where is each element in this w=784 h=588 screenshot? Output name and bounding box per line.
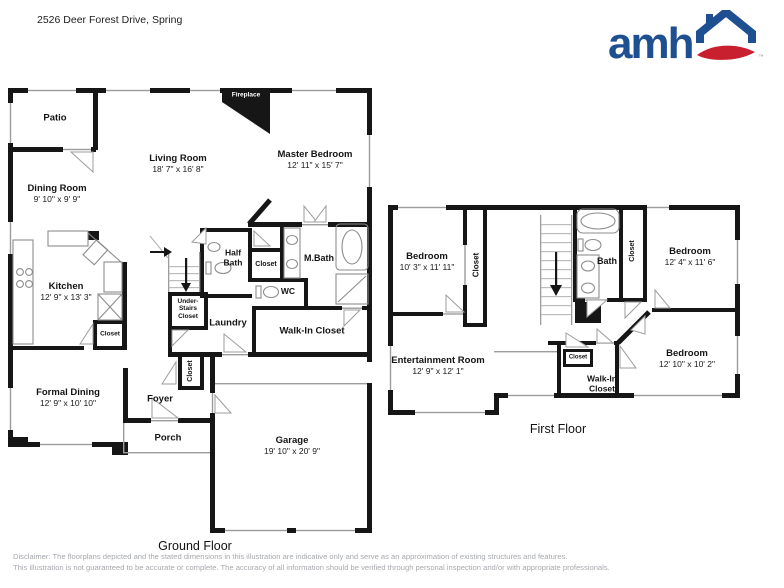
garage-entry-door (214, 393, 233, 414)
room-label-formal-dining: Formal Dining 12' 9" x 10' 10" (36, 386, 100, 408)
room-label-bath: Bath (597, 255, 617, 266)
room-label-master-bedroom: Master Bedroom 12' 11" x 15' 7" (277, 148, 353, 170)
trademark-symbol: ™ (758, 54, 764, 60)
hall-closet-door (253, 229, 272, 247)
room-label-porch: Porch (154, 432, 182, 444)
mbath-sink (285, 234, 299, 246)
room-label-closet-left: Closet (471, 252, 481, 278)
half-bath-toilet-tank (205, 261, 212, 275)
stove-burner-icon (16, 268, 24, 276)
page-title: 2526 Deer Forest Drive, Spring (37, 14, 183, 26)
room-label-dining: Dining Room 9' 10" x 9' 9" (27, 182, 87, 204)
bath-toilet-tank (577, 238, 584, 252)
room-label-walk-in-closet-first: Walk-In Closet (587, 373, 617, 393)
stove-burner-icon (16, 280, 24, 288)
kitchen-closet-door (79, 322, 94, 345)
room-label-small-closet: Closet (568, 354, 588, 361)
disclaimer-line-2: This illustration is not guaranteed to b… (13, 563, 610, 573)
bedroom-bottom-right-door (619, 344, 637, 369)
ground-floor-fixtures (12, 223, 369, 345)
bath-sink (580, 260, 596, 272)
room-label-patio: Patio (43, 112, 67, 124)
room-label-garage: Garage 19' 10" x 20' 9" (263, 434, 321, 456)
stairs-down-arrow-icon (181, 258, 191, 292)
kitchen-counter-left (12, 239, 34, 345)
room-label-kitchen: Kitchen 12' 9" x 13' 3" (40, 280, 92, 302)
mbath-shower (335, 273, 369, 305)
wc-toilet-tank (255, 285, 262, 299)
closet-right-door (624, 301, 643, 320)
fireplace-block (222, 88, 270, 102)
room-label-bedroom-bottom-right: Bedroom 12' 10" x 10' 2" (658, 347, 716, 369)
first-floor-doors (445, 288, 672, 369)
first-floor-fixtures (576, 208, 620, 299)
kitchen-pantry (97, 293, 123, 321)
bath-door (586, 299, 609, 319)
kitchen-counter-side (103, 261, 123, 293)
small-closet-door (565, 332, 590, 348)
ground-floor-doors (69, 151, 362, 419)
master-double-door-left (303, 204, 319, 223)
mbath-tub (335, 223, 369, 271)
stairs-entry-arrow-icon (150, 247, 172, 257)
room-label-under-stairs-closet: Under- Stairs Closet (177, 298, 199, 320)
room-label-half-bath: Half Bath (223, 247, 243, 267)
amh-logo: amh ™ (608, 10, 764, 68)
stove-burner-icon (25, 268, 33, 276)
stove-burner-icon (25, 280, 33, 288)
room-label-entertainment: Entertainment Room 12' 9" x 12' 1" (391, 354, 485, 376)
mbath-sink (285, 258, 299, 270)
mbath-vanity (283, 227, 301, 279)
first-floor-stairs (540, 215, 573, 325)
front-door (151, 396, 180, 419)
room-label-walk-in-closet-ground: Walk-In Closet (279, 325, 345, 337)
bath-tub (576, 208, 620, 234)
half-bath-door (190, 226, 207, 245)
ground-floor-stairs (149, 235, 201, 292)
first-floor-walls (388, 205, 740, 415)
room-label-foyer: Foyer (147, 393, 173, 405)
room-label-bedroom-left: Bedroom 10' 3" x 11' 11" (399, 250, 455, 272)
stairs-down-arrow-icon (550, 252, 562, 296)
wc-toilet (262, 285, 280, 299)
kitchen-range (82, 239, 109, 266)
room-label-fireplace: Fireplace (231, 91, 261, 99)
first-floor-title: First Floor (529, 422, 587, 436)
ground-floor-title: Ground Floor (158, 539, 232, 553)
half-bath-toilet (214, 261, 232, 275)
room-label-hall-closet: Closet (255, 261, 277, 269)
patio-door (69, 151, 94, 174)
room-label-bedroom-top-right: Bedroom 12' 4" x 11' 6" (664, 245, 716, 267)
room-label-closet-right: Closet (629, 240, 637, 262)
room-label-wc: WC (280, 286, 296, 297)
bedroom-left-door (445, 293, 466, 313)
room-label-living: Living Room 18' 7" x 16' 8" (149, 152, 207, 174)
bath-sink (580, 282, 596, 294)
kitchen-counter-top (47, 230, 89, 247)
amh-logo-text: amh (608, 18, 694, 68)
room-label-kitchen-closet: Closet (100, 330, 120, 338)
room-label-foyer-closet: Closet (187, 360, 195, 382)
hall-door (630, 314, 646, 335)
bath-toilet (584, 238, 602, 252)
bedroom-top-right-door (654, 288, 672, 309)
half-bath-sink (207, 241, 221, 253)
under-stairs-closet-door (171, 329, 190, 348)
bath-vanity (576, 254, 600, 299)
laundry-door (223, 332, 248, 353)
room-label-laundry: Laundry (209, 317, 247, 329)
walk-in-closet-door (343, 309, 362, 328)
room-label-m-bath: M.Bath (304, 252, 334, 263)
walk-in-closet-door (596, 327, 615, 344)
ground-floor-walls (8, 88, 372, 533)
house-icon (696, 10, 757, 60)
disclaimer-line-1: Disclaimer: The floorplans depicted and … (13, 552, 568, 561)
master-double-door-right (313, 204, 327, 223)
disclaimer: Disclaimer: The floorplans depicted and … (13, 551, 610, 574)
foyer-closet-door (161, 360, 177, 385)
